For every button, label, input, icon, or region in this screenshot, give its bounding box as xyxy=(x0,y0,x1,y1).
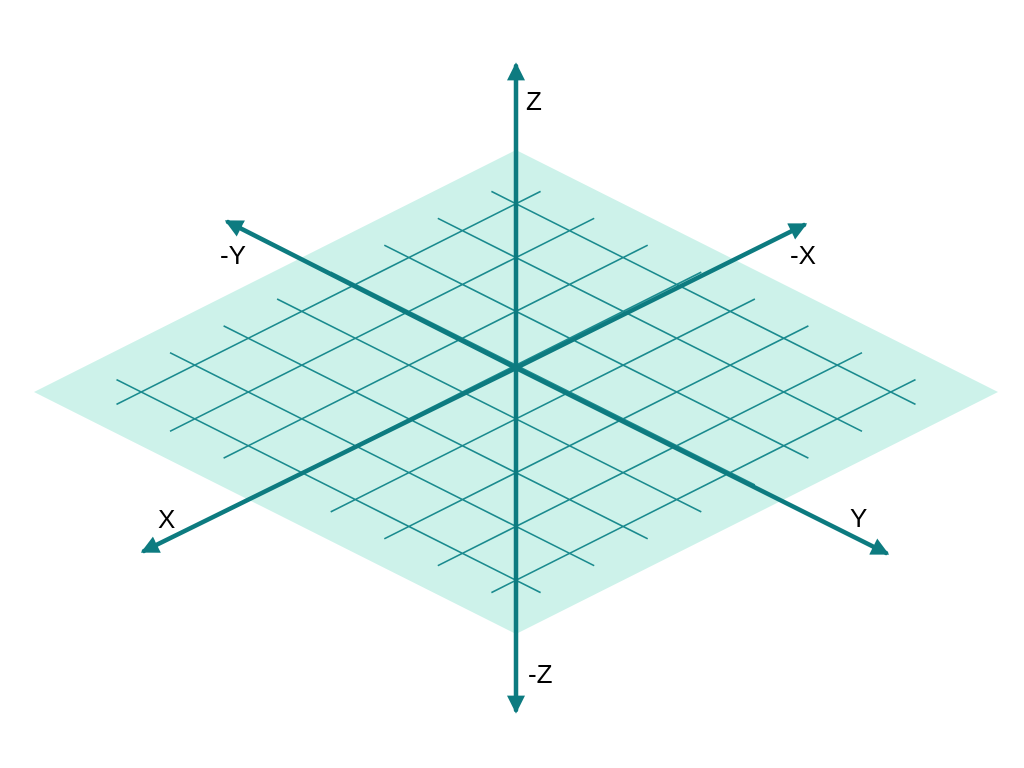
grid-line xyxy=(383,325,809,540)
negative-y-axis-label: -Y xyxy=(220,240,246,270)
negative-z-axis-label: -Z xyxy=(528,659,553,689)
x-axis-arrow xyxy=(140,365,519,554)
z-axis-label: Z xyxy=(526,86,542,116)
grid-line xyxy=(169,217,595,433)
grid-line xyxy=(491,378,916,594)
grid-line xyxy=(437,351,863,567)
y-axis-arrow xyxy=(513,365,890,556)
negative-x-axis-label: -X xyxy=(790,240,816,270)
plane-grid xyxy=(116,190,916,594)
grid-line xyxy=(223,325,649,540)
grid-line xyxy=(116,190,541,406)
grid-line xyxy=(169,351,595,567)
grid-line xyxy=(276,298,702,513)
grid-line xyxy=(116,378,541,594)
axes-group xyxy=(140,62,890,714)
y-axis-label: Y xyxy=(850,503,867,533)
negative-x-axis-arrow xyxy=(513,222,808,371)
grid-line xyxy=(491,190,916,406)
x-axis-label: X xyxy=(158,504,175,534)
grid-line xyxy=(223,244,649,459)
grid-line xyxy=(437,217,863,433)
grid-line xyxy=(383,244,809,459)
grid-line xyxy=(330,298,756,513)
axis-labels: Z -Z X -X Y -Y xyxy=(158,86,867,689)
negative-y-axis-arrow xyxy=(224,219,519,371)
